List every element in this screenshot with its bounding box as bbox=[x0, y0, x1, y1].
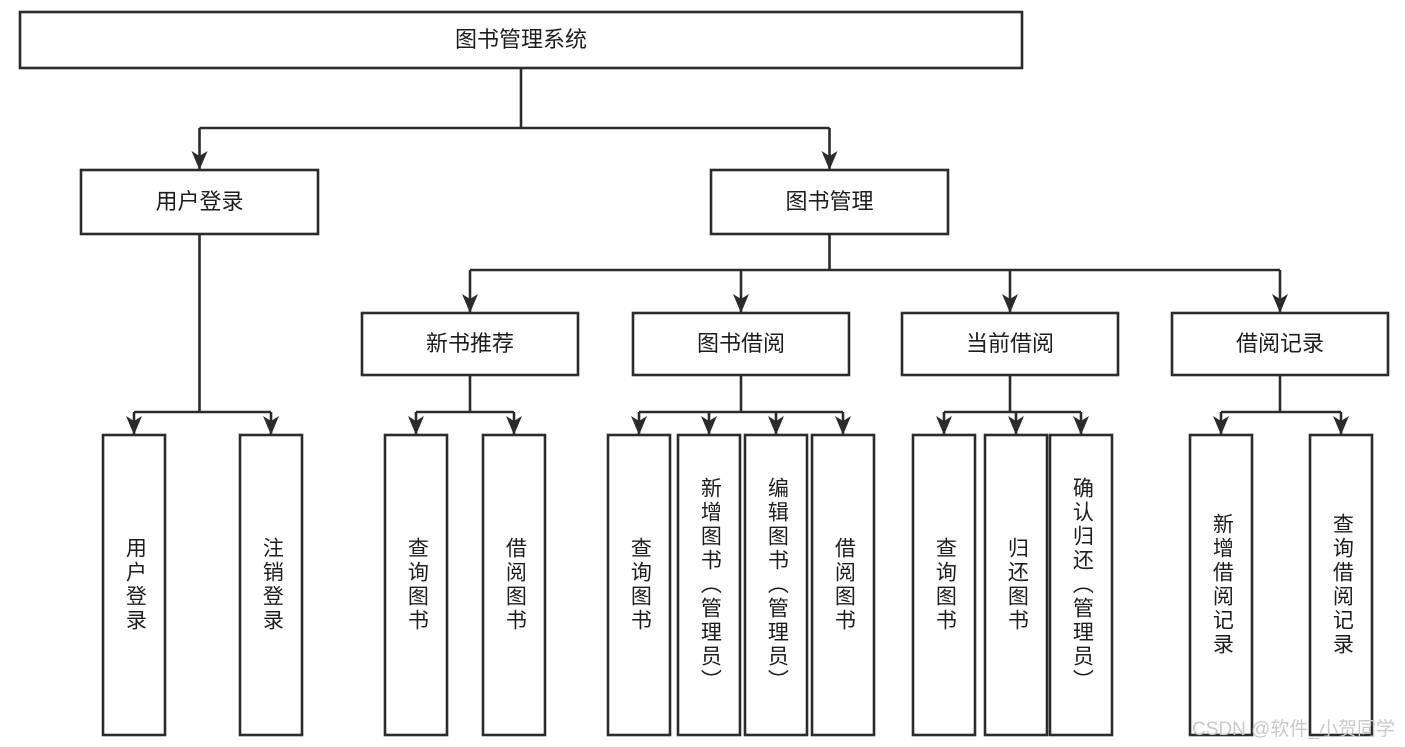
node-label-vertical: 用户登录 bbox=[123, 537, 147, 633]
node-box[interactable] bbox=[101, 433, 167, 737]
node-box[interactable] bbox=[18, 10, 1024, 70]
node-root[interactable]: 图书管理系统 bbox=[18, 10, 1024, 70]
node-box[interactable] bbox=[79, 168, 320, 236]
node-label-vertical-wrap: 查询图书 bbox=[405, 537, 429, 633]
node-leaf-user-login[interactable]: 用户登录 bbox=[101, 433, 167, 737]
node-label-vertical: 查询图书 bbox=[933, 537, 957, 633]
node-box[interactable] bbox=[383, 433, 449, 737]
node-label-vertical-wrap: 编辑图书（管理员） bbox=[765, 477, 789, 693]
node-label-vertical-wrap: 用户登录 bbox=[123, 537, 147, 633]
node-label-vertical-wrap: 查询图书 bbox=[628, 537, 652, 633]
node-box[interactable] bbox=[709, 168, 950, 236]
node-label-vertical: 编辑图书（管理员） bbox=[765, 477, 789, 693]
node-label-vertical-wrap: 借阅图书 bbox=[832, 537, 856, 633]
arrow-head bbox=[733, 294, 749, 313]
node-book-borrow[interactable]: 图书借阅 bbox=[631, 311, 851, 377]
node-box[interactable] bbox=[481, 433, 547, 737]
node-label-vertical-wrap: 查询借阅记录 bbox=[1330, 513, 1354, 657]
node-label-vertical: 确认归还（管理员） bbox=[1070, 477, 1094, 693]
node-label-vertical-wrap: 新增借阅记录 bbox=[1210, 513, 1234, 657]
node-leaf-rec-borrow[interactable]: 借阅图书 bbox=[481, 433, 547, 737]
node-label: 图书管理系统 bbox=[455, 27, 587, 52]
node-current-borrow[interactable]: 当前借阅 bbox=[900, 311, 1120, 377]
node-label-vertical-wrap: 确认归还（管理员） bbox=[1070, 477, 1094, 693]
arrow-head bbox=[701, 416, 717, 435]
node-label-vertical: 借阅图书 bbox=[832, 537, 856, 633]
node-box[interactable] bbox=[911, 433, 977, 737]
node-label-vertical-wrap: 归还图书 bbox=[1005, 537, 1029, 633]
node-label-vertical: 查询借阅记录 bbox=[1330, 513, 1354, 657]
node-leaf-bb-borrow[interactable]: 借阅图书 bbox=[810, 433, 876, 737]
arrow-head bbox=[835, 416, 851, 435]
node-label: 借阅记录 bbox=[1236, 331, 1324, 356]
node-label: 图书管理 bbox=[785, 189, 873, 214]
node-box[interactable] bbox=[1308, 433, 1374, 737]
arrow-head bbox=[1002, 294, 1018, 313]
node-label-vertical: 借阅图书 bbox=[503, 537, 527, 633]
node-leaf-rec-query[interactable]: 查询图书 bbox=[383, 433, 449, 737]
node-box[interactable] bbox=[1170, 311, 1390, 377]
arrow-head bbox=[1073, 416, 1089, 435]
arrow-head bbox=[821, 151, 838, 170]
arrow-head bbox=[936, 416, 952, 435]
node-label: 当前借阅 bbox=[966, 331, 1054, 356]
arrow-head bbox=[408, 416, 424, 435]
node-leaf-br-add[interactable]: 新增借阅记录 bbox=[1188, 433, 1254, 737]
node-box[interactable] bbox=[238, 433, 304, 737]
node-leaf-bb-add[interactable]: 新增图书（管理员） bbox=[676, 433, 742, 737]
node-leaf-cb-return[interactable]: 归还图书 bbox=[983, 433, 1049, 737]
node-label-vertical-wrap: 借阅图书 bbox=[503, 537, 527, 633]
arrow-head bbox=[768, 416, 784, 435]
arrow-head bbox=[631, 416, 647, 435]
node-leaf-bb-edit[interactable]: 编辑图书（管理员） bbox=[743, 433, 809, 737]
arrow-head bbox=[263, 416, 279, 435]
node-user-login[interactable]: 用户登录 bbox=[79, 168, 320, 236]
node-box[interactable] bbox=[631, 311, 851, 377]
node-label-vertical-wrap: 查询图书 bbox=[933, 537, 957, 633]
node-label-vertical-wrap: 注销登录 bbox=[260, 537, 284, 633]
node-leaf-br-query[interactable]: 查询借阅记录 bbox=[1308, 433, 1374, 737]
arrow-head bbox=[191, 151, 208, 170]
connector-layer bbox=[126, 68, 1349, 435]
node-box[interactable] bbox=[743, 433, 809, 737]
node-label-vertical: 查询图书 bbox=[405, 537, 429, 633]
node-label-vertical: 新增图书（管理员） bbox=[698, 477, 722, 693]
node-label: 新书推荐 bbox=[426, 331, 514, 356]
node-leaf-bb-query[interactable]: 查询图书 bbox=[606, 433, 672, 737]
node-leaf-cb-query[interactable]: 查询图书 bbox=[911, 433, 977, 737]
node-box[interactable] bbox=[1188, 433, 1254, 737]
arrow-head bbox=[126, 416, 142, 435]
node-box[interactable] bbox=[606, 433, 672, 737]
node-new-book-rec[interactable]: 新书推荐 bbox=[360, 311, 580, 377]
arrow-head bbox=[1213, 416, 1229, 435]
node-label-vertical: 查询图书 bbox=[628, 537, 652, 633]
node-label-vertical: 注销登录 bbox=[260, 537, 284, 633]
node-label-vertical: 归还图书 bbox=[1005, 537, 1029, 633]
arrow-head bbox=[462, 294, 478, 313]
node-box[interactable] bbox=[360, 311, 580, 377]
node-label-vertical-wrap: 新增图书（管理员） bbox=[698, 477, 722, 693]
node-layer: 图书管理系统用户登录图书管理新书推荐图书借阅当前借阅借阅记录用户登录注销登录查询… bbox=[18, 10, 1390, 737]
arrow-head bbox=[1272, 294, 1288, 313]
node-box[interactable] bbox=[1048, 433, 1114, 737]
node-box[interactable] bbox=[810, 433, 876, 737]
node-leaf-cb-confirm[interactable]: 确认归还（管理员） bbox=[1048, 433, 1114, 737]
node-leaf-user-logout[interactable]: 注销登录 bbox=[238, 433, 304, 737]
arrow-head bbox=[1333, 416, 1349, 435]
node-box[interactable] bbox=[900, 311, 1120, 377]
node-box[interactable] bbox=[676, 433, 742, 737]
node-box[interactable] bbox=[983, 433, 1049, 737]
node-label-vertical: 新增借阅记录 bbox=[1210, 513, 1234, 657]
node-label: 图书借阅 bbox=[697, 331, 785, 356]
arrow-head bbox=[506, 416, 522, 435]
node-book-manage[interactable]: 图书管理 bbox=[709, 168, 950, 236]
arrow-head bbox=[1008, 416, 1024, 435]
node-label: 用户登录 bbox=[155, 189, 243, 214]
node-borrow-record[interactable]: 借阅记录 bbox=[1170, 311, 1390, 377]
